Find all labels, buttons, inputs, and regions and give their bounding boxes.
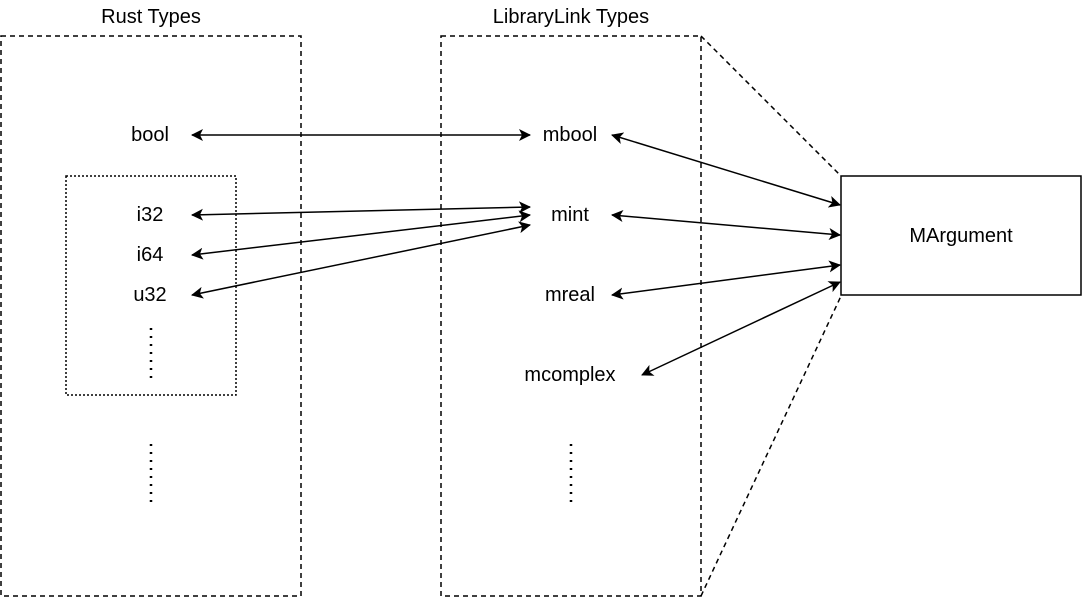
- rust-type-i64: i64: [136, 244, 164, 266]
- arrow-mreal-margument: [611, 260, 841, 300]
- ll-type-mint: mint: [551, 204, 589, 226]
- arrow-mint-margument: [611, 209, 841, 241]
- rust-types-container: [0, 35, 302, 597]
- arrow-mbool-margument: [611, 132, 841, 208]
- librarylink-types-header: LibraryLink Types: [492, 6, 650, 28]
- rust-type-i32: i32: [136, 204, 164, 226]
- ll-type-mreal: mreal: [544, 284, 595, 306]
- projection-line-top: [700, 35, 842, 177]
- rust-type-u32: u32: [133, 284, 167, 306]
- arrow-u32-mint: [191, 221, 531, 299]
- arrow-mcomplex-margument: [641, 281, 841, 376]
- integer-group-box: [65, 175, 237, 396]
- projection-line-bottom: [700, 295, 842, 597]
- margument-label: MArgument: [909, 225, 1013, 247]
- ll-type-mbool: mbool: [542, 124, 598, 146]
- margument-box: [840, 175, 1082, 296]
- arrow-i32-mint: [191, 201, 531, 221]
- librarylink-types-container: [440, 35, 702, 597]
- rust-types-header: Rust Types: [101, 6, 201, 28]
- ll-type-mcomplex: mcomplex: [524, 364, 616, 386]
- rust-type-bool: bool: [131, 124, 169, 146]
